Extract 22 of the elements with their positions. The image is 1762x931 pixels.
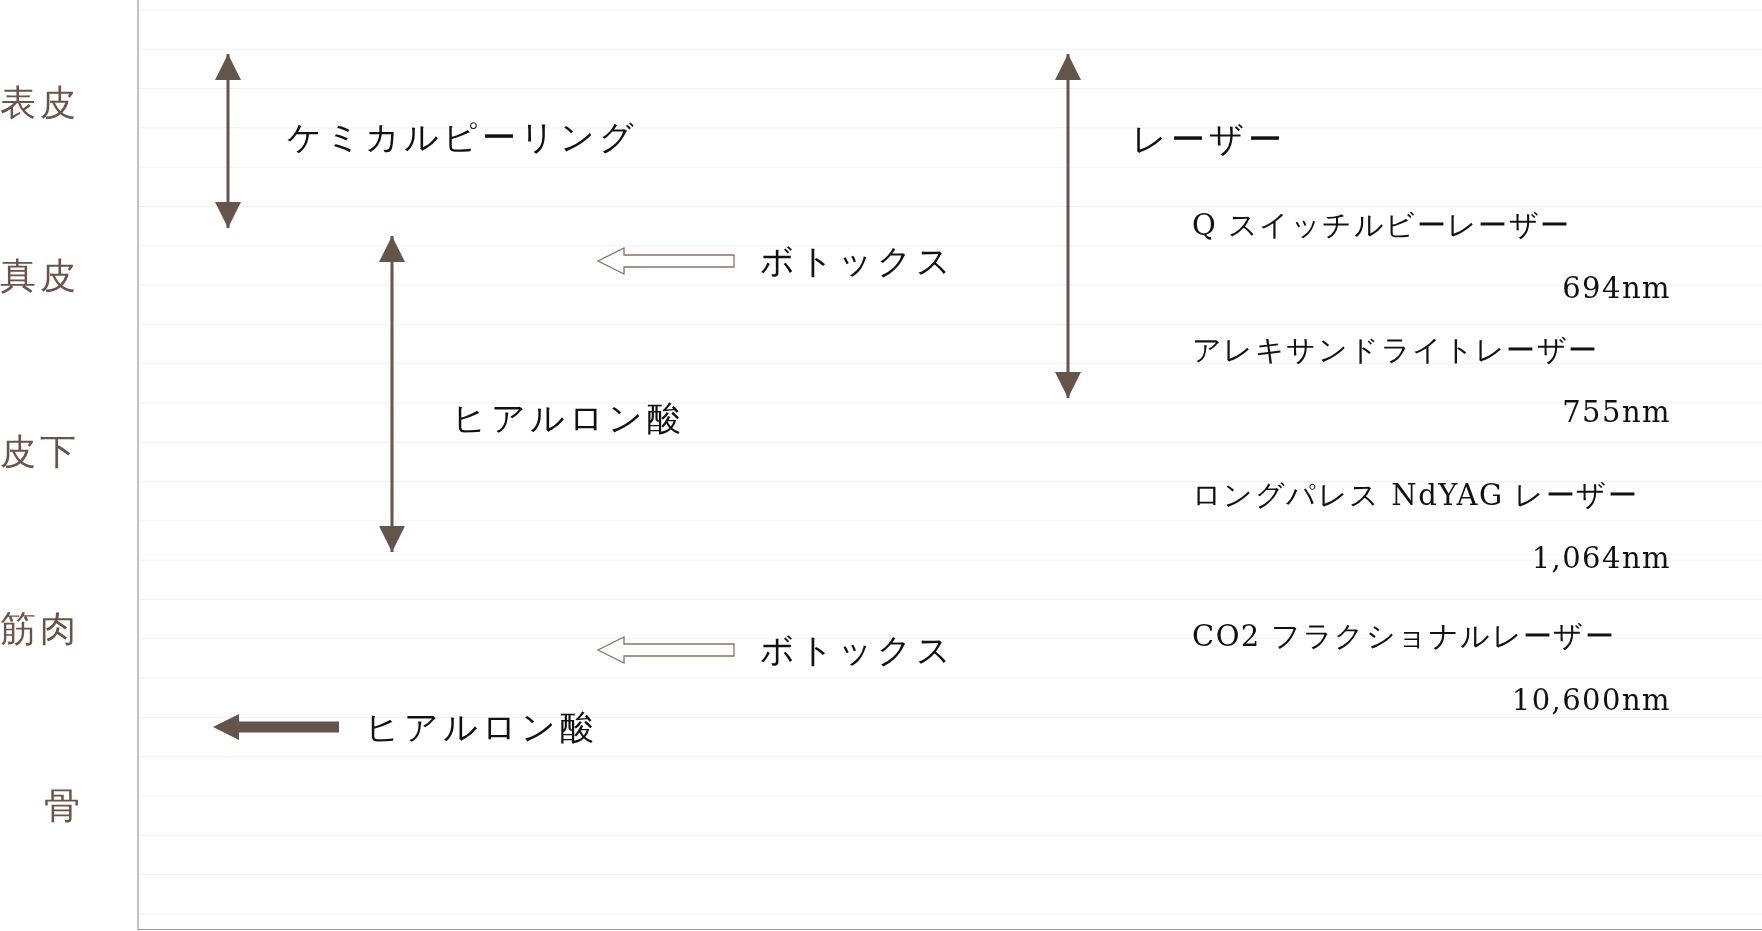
treatment-label: ヒアルロン酸 bbox=[452, 397, 686, 439]
arrow bbox=[596, 635, 735, 665]
arrow bbox=[596, 246, 735, 276]
treatment-label: レーザー bbox=[1132, 118, 1287, 160]
laser-label: 755nm bbox=[1562, 394, 1671, 430]
laser-label: ロングパレス NdYAG レーザー bbox=[1192, 477, 1639, 513]
laser-label: 10,600nm bbox=[1511, 682, 1671, 718]
laser-label: 694nm bbox=[1562, 270, 1671, 306]
layer-label: 表皮 bbox=[0, 81, 80, 125]
layer-label: 皮下 bbox=[0, 430, 80, 474]
arrow bbox=[213, 714, 339, 740]
laser-label: CO2 フラクショナルレーザー bbox=[1192, 618, 1616, 654]
laser-label: 1,064nm bbox=[1531, 540, 1671, 576]
treatment-label: ボトックス bbox=[734, 240, 956, 282]
layer-label: 骨 bbox=[44, 784, 84, 828]
treatment-label: ケミカルピーリング bbox=[287, 116, 638, 158]
laser-label: Q スイッチルビーレーザー bbox=[1192, 207, 1571, 243]
laser-label: アレキサンドライトレーザー bbox=[1192, 332, 1599, 368]
layer-label: 真皮 bbox=[0, 254, 80, 298]
treatment-label: ヒアルロン酸 bbox=[339, 706, 599, 748]
treatment-label: ボトックス bbox=[734, 629, 956, 671]
layer-label: 筋肉 bbox=[0, 607, 80, 651]
